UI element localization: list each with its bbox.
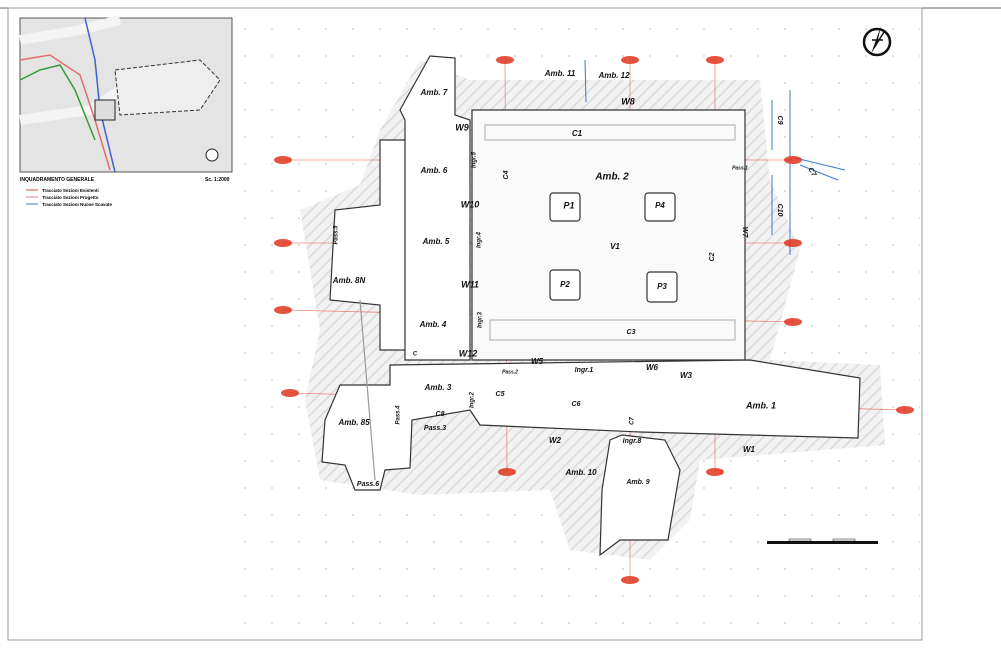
plan-label: P4 [655,201,665,210]
section-marker-icon [498,468,516,476]
section-marker-icon [706,468,724,476]
plan-label: Amb. 3 [424,383,452,392]
plan-label: W3 [680,371,693,380]
legend-item: Tracciato Sezioni Esistenti [42,188,99,193]
plan-label: P3 [657,282,667,291]
plan-label: C10 [776,204,783,217]
plan-label: W10 [461,199,480,209]
survey-lines [584,59,846,255]
plan-label: W12 [459,348,478,358]
plan-label: Ingr.4 [477,231,483,248]
section-marker-icon [784,318,802,326]
plan-label: C3 [627,329,636,336]
plan-label: Amb. 12 [597,71,630,80]
plan-label: W9 [455,122,469,132]
section-marker-icon [896,406,914,414]
plan-label: Pass.5 [334,225,340,245]
plan-label: Ingr.3 [478,311,484,328]
plan-label: W2 [549,436,562,445]
plan-label: C1 [572,129,583,138]
plan-label: Amb. 6 [420,166,448,175]
plan-label: Amb. 11 [544,69,576,78]
plan-label: Amb. 10 [564,468,597,477]
plan-label: Ingr.5 [472,151,478,168]
plan-label: P2 [560,280,570,289]
section-marker-icon [274,156,292,164]
plan-label: Pass.1 [732,165,748,171]
plan-label: Ingr.2 [470,391,476,408]
section-marker-icon [496,56,514,64]
plan-label: Amb. 1 [745,400,776,410]
section-marker-icon [706,56,724,64]
plan-label: Amb. 8N [332,276,366,285]
plan-label: V1 [610,242,620,251]
section-marker-icon [784,239,802,247]
plan-label: W5 [531,357,544,366]
plan-label: C4 [503,170,510,179]
plan-label: Ingr.8 [623,438,642,445]
plan-label: W8 [621,96,635,106]
plan-label: Pass.2 [502,369,518,375]
walls [321,55,861,557]
plan-label: W6 [646,363,659,372]
section-marker-icon [274,239,292,247]
plan-label: Pass.3 [424,425,446,432]
inset-map [19,15,233,173]
plan-label: P1 [563,200,574,210]
plan-label: Amb. 7 [420,88,448,97]
plan-label: C2 [709,252,716,261]
plan-label: W7 [741,227,748,239]
legend-item: Tracciato Sezioni Progetto [42,195,99,200]
section-marker-icon [621,576,639,584]
plan-label: C [413,352,418,358]
plan-label: Amb. 5 [422,237,450,246]
section-marker-icon [274,306,292,314]
plan-label: C7 [806,167,817,179]
plan-label: W11 [461,279,479,289]
section-marker-icon [621,56,639,64]
inset-north-icon [205,148,219,162]
plan-label: Ingr.1 [575,367,594,374]
plan-label: C8 [436,411,445,418]
plan-label: Amb. 9 [625,479,649,486]
plan-label: C9 [776,116,783,125]
section-marker-icon [784,156,802,164]
inset-scale: Sc. 1:2000 [205,177,230,183]
inset-title: INQUADRAMENTO GENERALE [20,177,95,183]
plan-label: Amb. 4 [419,320,447,329]
plan-label: Amb. 85 [337,418,370,427]
plan-label: C5 [496,391,505,398]
plan-label: Pass.6 [357,481,379,488]
plan-label: C6 [572,401,581,408]
section-marker-icon [281,389,299,397]
plan-label: W1 [743,445,756,454]
plan-label: Pass.4 [396,405,402,425]
plan-label: C7 [630,417,636,425]
legend-item: Tracciato Sezioni Nuove Scavate [42,202,113,207]
scale-bar [767,538,878,544]
plan-label: Amb. 2 [594,172,629,183]
north-arrow-icon [862,26,892,57]
